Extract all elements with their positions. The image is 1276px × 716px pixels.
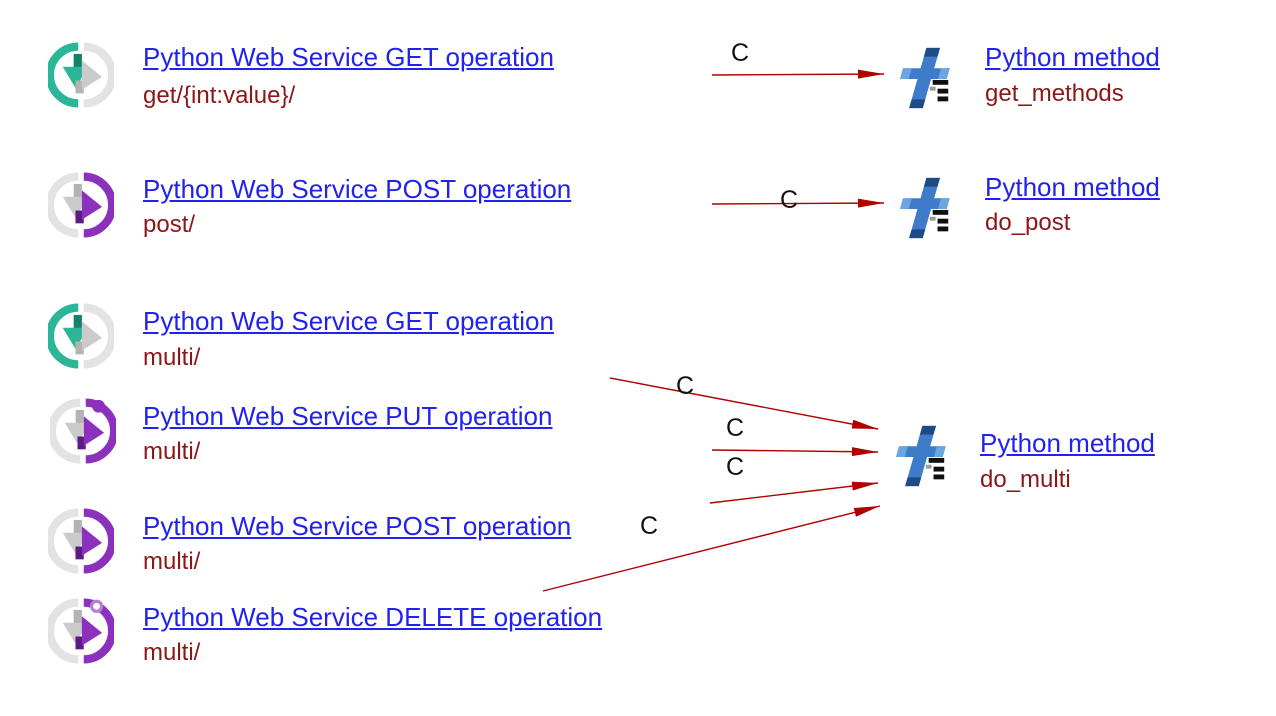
node-subtitle: get/{int:value}/ — [143, 82, 296, 109]
node-subtitle: do_post — [985, 209, 1071, 236]
node-title-link[interactable]: Python Web Service PUT operation — [143, 401, 553, 431]
web-service-delete-icon[interactable] — [48, 596, 114, 666]
node-subtitle: multi/ — [143, 639, 201, 666]
web-service-post-icon[interactable] — [48, 170, 114, 240]
node-title-link[interactable]: Python Web Service GET operation — [143, 306, 554, 336]
python-function-icon[interactable] — [886, 172, 956, 244]
node-title-link[interactable]: Python method — [985, 42, 1160, 72]
edge-label: C — [726, 414, 745, 442]
node-subtitle: post/ — [143, 211, 196, 238]
node-title-link[interactable]: Python Web Service POST operation — [143, 174, 572, 204]
node-title-link[interactable]: Python method — [985, 172, 1160, 202]
python-function-icon[interactable] — [886, 42, 956, 114]
call-edge — [711, 198, 885, 208]
node-subtitle: get_methods — [985, 80, 1124, 107]
call-edge — [709, 481, 879, 504]
node-subtitle: do_multi — [980, 466, 1071, 493]
edge-label: C — [726, 453, 745, 481]
web-service-put-icon[interactable] — [50, 396, 116, 466]
web-service-get-icon[interactable] — [48, 40, 114, 110]
web-service-post-icon[interactable] — [48, 506, 114, 576]
node-subtitle: multi/ — [143, 344, 201, 371]
call-edge — [542, 505, 881, 592]
node-subtitle: multi/ — [143, 438, 201, 465]
node-title-link[interactable]: Python Web Service GET operation — [143, 42, 554, 72]
web-service-get-icon[interactable] — [48, 301, 114, 371]
node-subtitle: multi/ — [143, 548, 201, 575]
node-title-link[interactable]: Python method — [980, 428, 1155, 458]
python-function-icon[interactable] — [882, 420, 952, 492]
edge-label: C — [676, 372, 695, 400]
node-title-link[interactable]: Python Web Service DELETE operation — [143, 602, 603, 632]
edge-label: C — [780, 186, 799, 214]
edge-label: C — [640, 512, 659, 540]
node-title-link[interactable]: Python Web Service POST operation — [143, 511, 572, 541]
call-edge — [711, 447, 879, 457]
call-edge — [711, 69, 885, 79]
call-edge — [609, 377, 879, 430]
edge-label: C — [731, 39, 750, 67]
